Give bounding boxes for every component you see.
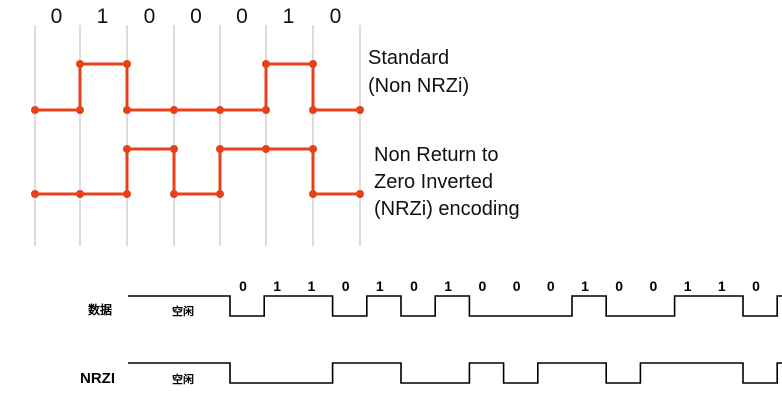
bottom-bit-labels: 0 1 1 0 1 0 1 0 0 0 1 0 0 1 1 0: [239, 278, 760, 294]
waveform-point: [123, 60, 131, 68]
waveform-point: [216, 145, 224, 153]
data-idle-label: 空闲: [172, 304, 194, 318]
bit-label: 1: [97, 5, 109, 28]
data-row-label: 数据: [88, 302, 112, 317]
bit-label: 1: [308, 278, 316, 294]
bit-label: 0: [650, 278, 658, 294]
bottom-diagram: 0 1 1 0 1 0 1 0 0 0 1 0 0 1 1 0 数据 空闲 NRZI 空闲: [80, 278, 782, 387]
waveform-point: [356, 106, 364, 114]
top-bit-labels: 0 1 0 0 0 1 0: [51, 5, 342, 28]
bit-label: 1: [273, 278, 281, 294]
bit-label: 0: [479, 278, 487, 294]
bit-label: 1: [581, 278, 589, 294]
bit-label: 0: [410, 278, 418, 294]
bit-label: 0: [190, 5, 202, 28]
waveform-point: [76, 60, 84, 68]
waveform-point: [216, 190, 224, 198]
standard-label-line2: (Non NRZi): [368, 75, 469, 97]
bit-label: 1: [684, 278, 692, 294]
bit-label: 0: [547, 278, 555, 294]
bit-label: 0: [330, 5, 342, 28]
waveform-point: [309, 60, 317, 68]
bit-label: 1: [444, 278, 452, 294]
nrzi-bottom-waveform-line: [128, 362, 782, 384]
waveform-point: [262, 106, 270, 114]
bit-label: 0: [752, 278, 760, 294]
bit-label: 0: [513, 278, 521, 294]
waveform-point: [309, 190, 317, 198]
waveform-point: [170, 106, 178, 114]
standard-waveform: [31, 60, 364, 114]
bit-label: 0: [236, 5, 248, 28]
waveform-point: [123, 190, 131, 198]
data-waveform-line: [128, 295, 782, 317]
waveform-point: [123, 106, 131, 114]
waveform-point: [123, 145, 131, 153]
nrzi-waveform-line: [35, 147, 360, 196]
waveform-point: [262, 60, 270, 68]
standard-label-line1: Standard: [368, 47, 449, 69]
waveform-point: [262, 145, 270, 153]
bit-label: 1: [376, 278, 384, 294]
waveform-point: [216, 106, 224, 114]
top-diagram: 0 1 0 0 0 1 0 Standard (Non NRZi) Non Return t…: [31, 5, 520, 246]
bit-label: 0: [51, 5, 63, 28]
top-bit-gridlines: [34, 25, 361, 246]
nrzi-label-line2: Zero Inverted: [374, 171, 493, 193]
standard-waveform-points: [31, 60, 364, 114]
waveform-point: [356, 190, 364, 198]
waveform-point: [170, 145, 178, 153]
nrzi-waveform: [31, 145, 364, 198]
waveform-point: [309, 145, 317, 153]
bit-label: 0: [615, 278, 623, 294]
nrzi-idle-label: 空闲: [172, 372, 194, 386]
nrzi-waveform-points: [31, 145, 364, 198]
bit-label: 0: [239, 278, 247, 294]
waveform-point: [31, 190, 39, 198]
nrzi-row-label: NRZI: [80, 370, 115, 387]
nrzi-label-line1: Non Return to: [374, 144, 499, 166]
waveform-point: [76, 106, 84, 114]
waveform-point: [170, 190, 178, 198]
bit-label: 1: [283, 5, 295, 28]
bit-label: 0: [144, 5, 156, 28]
waveform-point: [76, 190, 84, 198]
bit-label: 1: [718, 278, 726, 294]
bit-label: 0: [342, 278, 350, 294]
waveform-point: [31, 106, 39, 114]
nrzi-label-line3: (NRZi) encoding: [374, 198, 520, 220]
standard-waveform-line: [35, 62, 360, 112]
waveform-point: [309, 106, 317, 114]
